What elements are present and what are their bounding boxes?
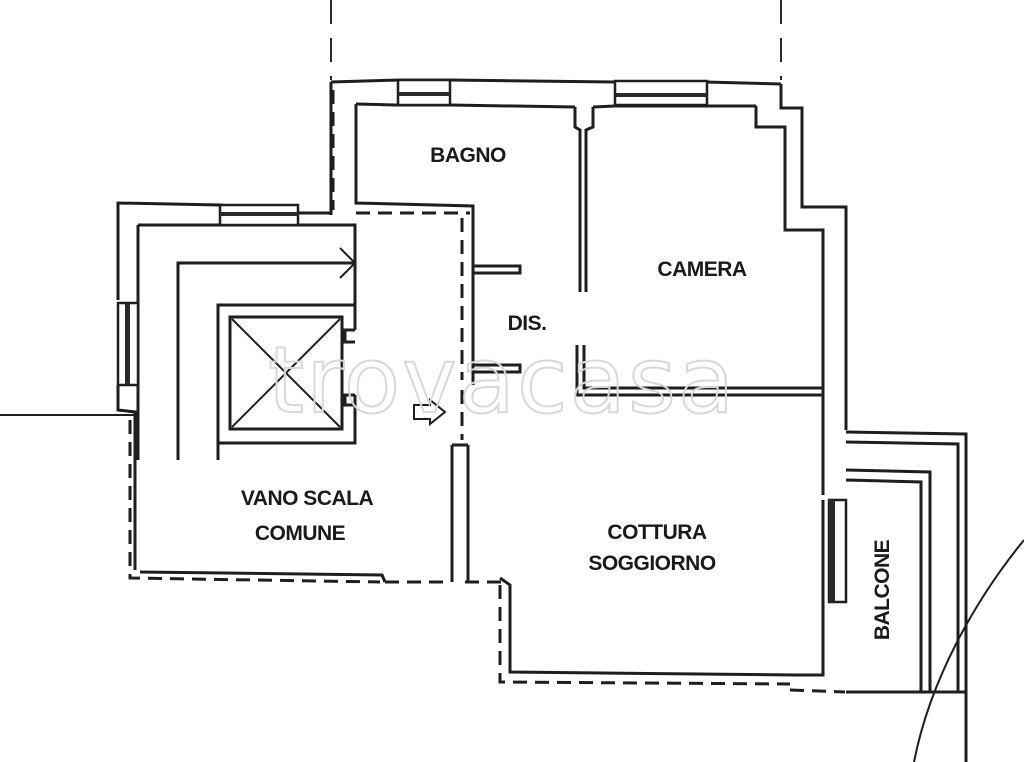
room-label-vano-scala-line1: VANO SCALA <box>241 487 374 510</box>
room-label-bagno: BAGNO <box>430 144 506 167</box>
room-label-cottura: COTTURA <box>607 521 706 544</box>
room-label-soggiorno: SOGGIORNO <box>588 552 716 575</box>
windows <box>116 78 848 604</box>
room-label-balcone: BALCONE <box>871 539 894 640</box>
room-label-disimpegno: DIS. <box>508 312 547 335</box>
property-boundary-lines <box>0 0 782 416</box>
entrance-arrow-icon <box>413 397 447 427</box>
room-label-camera: CAMERA <box>657 258 746 281</box>
room-label-vano-scala-line2: COMUNE <box>255 522 346 545</box>
interior-walls <box>450 107 823 582</box>
balcony <box>845 430 1024 762</box>
watermark-text: trovacasa <box>268 327 736 434</box>
boundary-dashed <box>128 90 846 694</box>
stair-lift-block <box>176 247 447 460</box>
